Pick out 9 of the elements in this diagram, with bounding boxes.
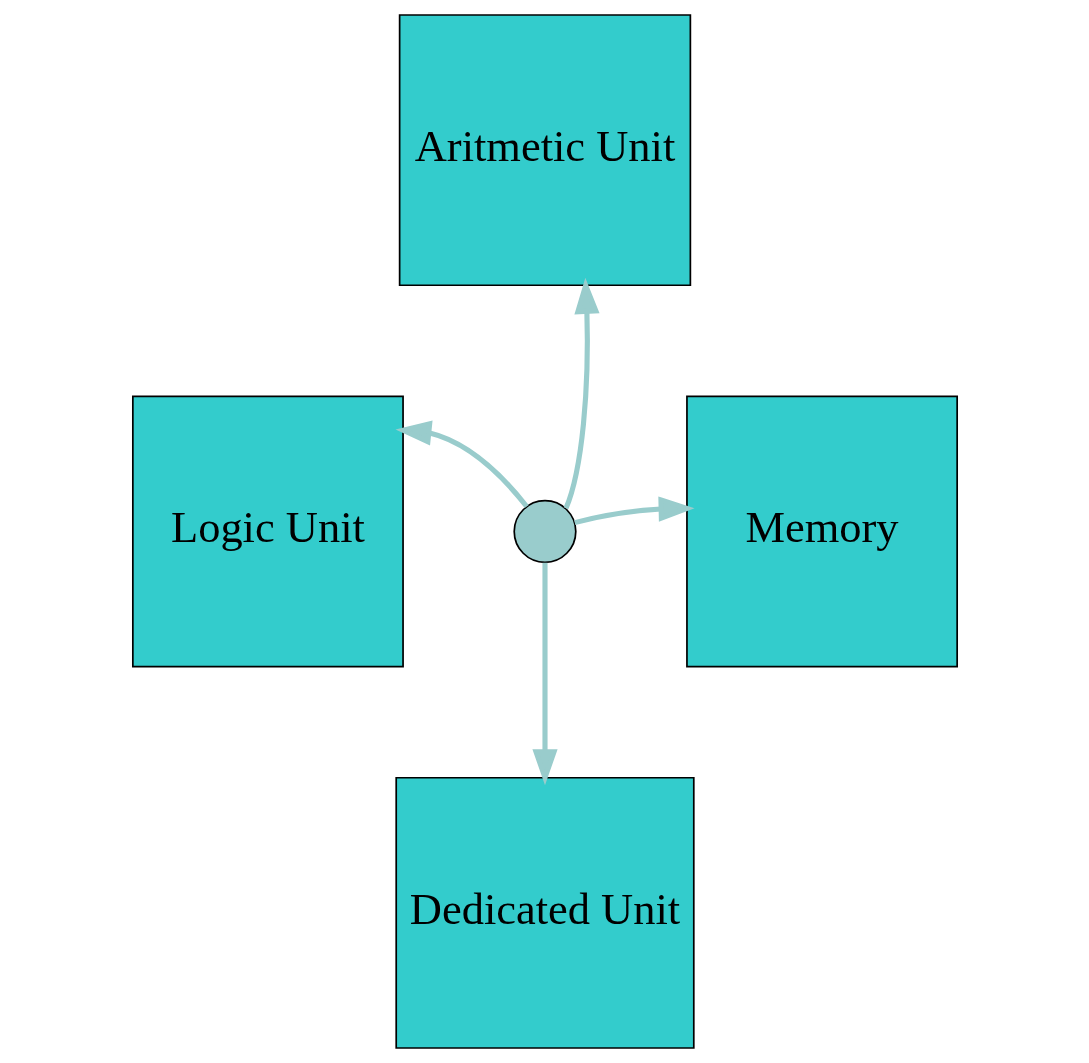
node-box: Memory bbox=[685, 395, 958, 668]
arrow bbox=[573, 496, 695, 526]
node-cross bbox=[512, 499, 577, 564]
node-box: Logic Unit bbox=[131, 395, 404, 668]
node-box: Aritmetic Unit bbox=[398, 14, 691, 287]
node-box: Dedicated Unit bbox=[394, 776, 695, 1049]
arrow bbox=[563, 277, 600, 510]
arrow bbox=[531, 562, 558, 786]
arrow bbox=[395, 420, 529, 509]
